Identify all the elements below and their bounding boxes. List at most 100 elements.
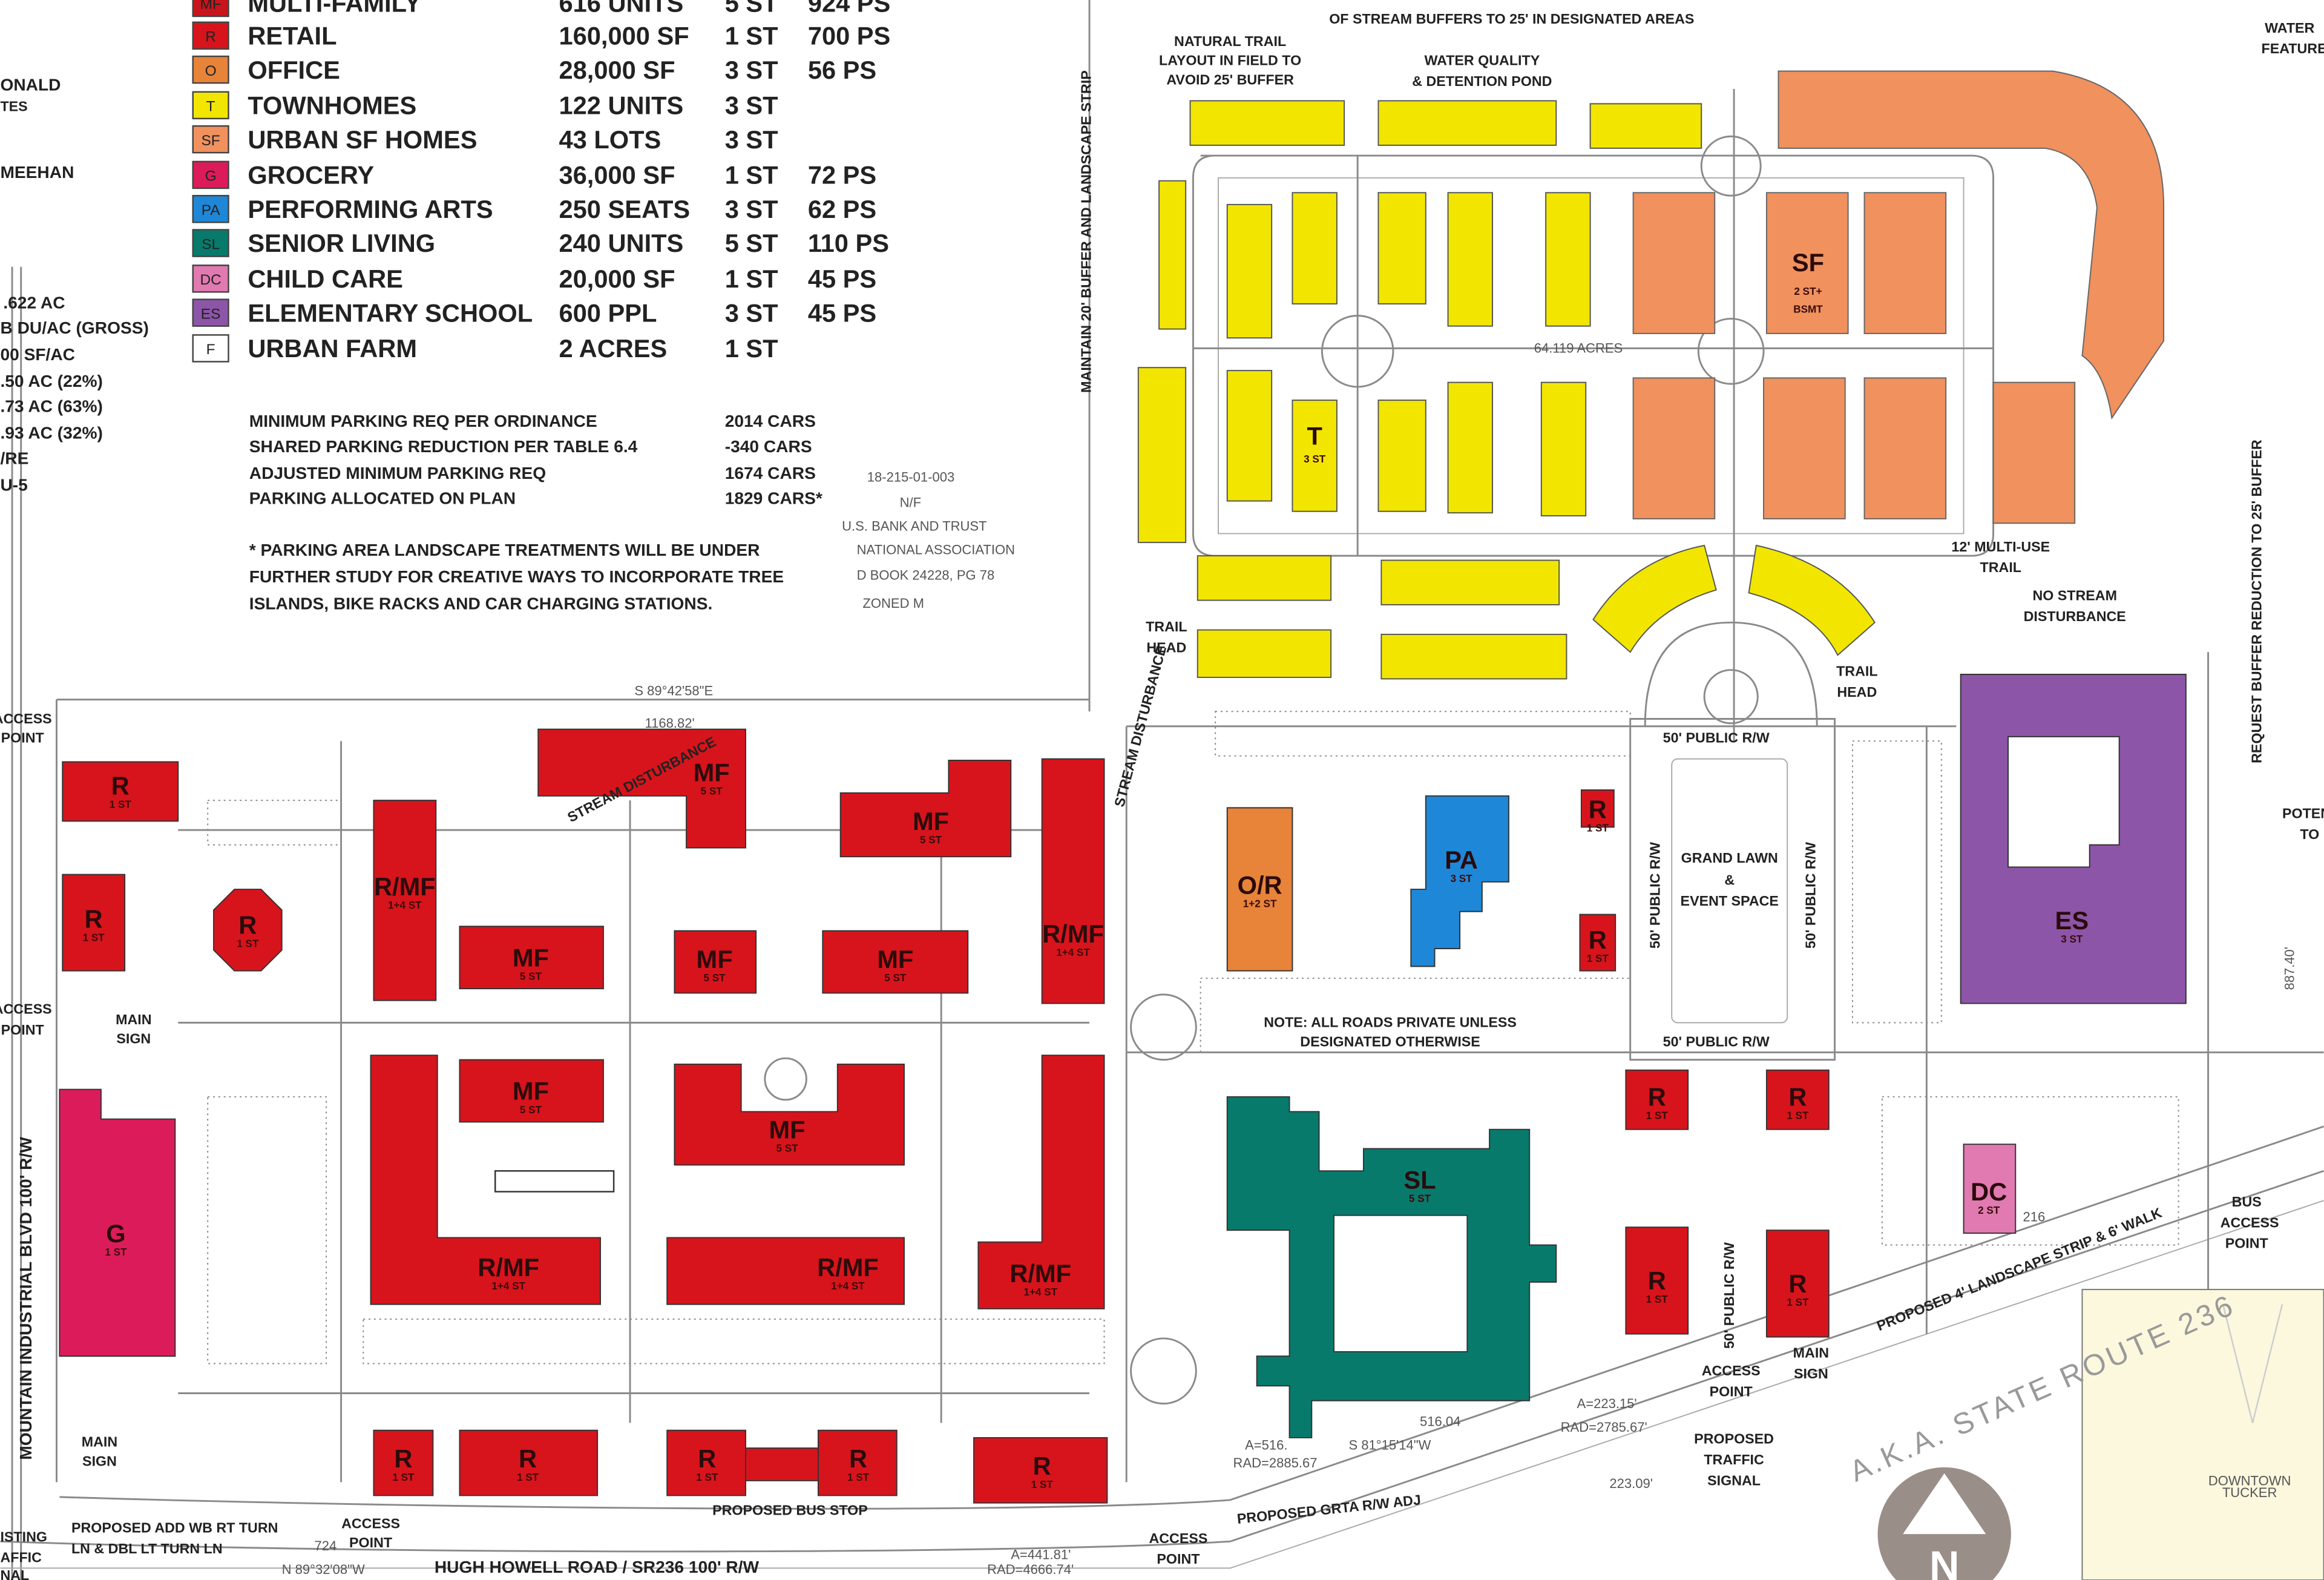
building-r-mf: R/MF1+4 ST — [977, 1055, 1105, 1309]
building-footprint — [1625, 1069, 1689, 1130]
building-code: R — [698, 1444, 716, 1473]
building-code: MF — [697, 945, 733, 973]
parcel-text: U.S. BANK AND TRUST — [842, 519, 986, 534]
building-footprint — [973, 1437, 1108, 1504]
building-footprint — [62, 761, 179, 822]
legend-code: DC — [200, 272, 221, 288]
legend-name: SENIOR LIVING — [248, 229, 435, 257]
legend-parking: 62 PS — [808, 195, 876, 223]
access-point-label: ACCESS — [1149, 1530, 1207, 1546]
legend-quantity: 160,000 SF — [559, 21, 689, 50]
parking-label: MINIMUM PARKING REQ PER ORDINANCE — [249, 412, 597, 430]
building-footprint — [822, 930, 969, 994]
building-mf: MF5 ST — [822, 930, 969, 994]
distance-label: 1168.82' — [645, 716, 695, 731]
building-r-mf: R/MF1+4 ST — [1041, 758, 1105, 1004]
building-stories: 1 ST — [1587, 822, 1609, 834]
water-feature-note: WATER — [2265, 20, 2314, 36]
hugh-howell-road-label: HUGH HOWELL ROAD / SR236 100' R/W — [435, 1558, 760, 1576]
public-rw-label: 50' PUBLIC R/W — [1663, 1034, 1770, 1050]
stream-buffer-note: OF STREAM BUFFERS TO 25' IN DESIGNATED A… — [1329, 11, 1694, 27]
legend-quantity: 250 SEATS — [559, 195, 690, 223]
townhome-stories: 3 ST — [1304, 453, 1326, 465]
trail-note: 12' MULTI-USE — [1951, 539, 2050, 555]
building-code: R/MF — [1042, 920, 1104, 948]
building-footprint — [213, 889, 283, 972]
legend-quantity: 28,000 SF — [559, 56, 675, 84]
building-footprint — [459, 926, 604, 990]
building-footprint — [373, 800, 437, 1001]
margin-text: .73 AC (63%) — [0, 397, 102, 416]
building-code: ES — [2055, 906, 2089, 935]
legend-quantity: 20,000 SF — [559, 265, 675, 293]
access-point-label: POINT — [1, 730, 44, 746]
access-point-label: POINT — [1157, 1551, 1200, 1567]
parking-value: -340 CARS — [725, 437, 812, 456]
main-sign-label: MAIN — [116, 1012, 151, 1027]
building-footprint — [459, 1429, 599, 1496]
building-code: MF — [694, 758, 730, 786]
water-quality-note: WATER QUALITY — [1424, 53, 1540, 68]
building-r: R1 ST — [973, 1437, 1108, 1504]
main-sign-label: SIGN — [116, 1031, 151, 1047]
parking-label: ADJUSTED MINIMUM PARKING REQ — [249, 464, 546, 482]
trail-head-label: HEAD — [1146, 639, 1186, 655]
parking-value: 2014 CARS — [725, 412, 816, 430]
building-code: PA — [1445, 846, 1478, 874]
building-stories: 1+4 ST — [1056, 946, 1090, 958]
trail-head-label: HEAD — [1837, 684, 1877, 700]
building-stories: 5 ST — [703, 972, 726, 984]
legend-stories: 3 ST — [725, 91, 778, 120]
bearing-label: S 81°15'14"W — [1348, 1438, 1431, 1453]
buffer-note: MAINTAIN 20' BUFFER AND LANDSCAPE STRIP — [1078, 70, 1094, 393]
parcel-text: ZONED M — [862, 596, 924, 611]
parcel-text: D BOOK 24228, PG 78 — [857, 567, 995, 582]
building-code: R/MF — [1009, 1259, 1071, 1288]
building-code: MF — [913, 807, 949, 835]
distance-label: 223.09' — [1609, 1476, 1653, 1491]
building-footprint — [839, 760, 1012, 858]
building-stories: 5 ST — [701, 785, 723, 797]
building-stories: 1 ST — [110, 798, 132, 810]
legend-quantity: 616 UNITS — [559, 0, 683, 18]
building-r: R1 ST — [62, 874, 126, 972]
legend-quantity: 36,000 SF — [559, 161, 675, 189]
legend-quantity: 2 ACRES — [559, 334, 667, 363]
legend-parking: 56 PS — [808, 56, 876, 84]
legend-name: TOWNHOMES — [248, 91, 416, 120]
existing-signal-note: AFFIC — [0, 1550, 42, 1565]
vicinity-inset-map — [2081, 1289, 2324, 1580]
building-mf: MF5 ST — [674, 930, 757, 994]
building-code: R — [1033, 1452, 1051, 1480]
legend-stories: 3 ST — [725, 56, 778, 84]
building-footprint — [1226, 807, 1293, 972]
building-r: R1 ST — [1580, 789, 1615, 834]
no-stream-note: NO STREAM — [2032, 588, 2116, 604]
building-code: R — [1648, 1266, 1666, 1295]
legend-parking: 72 PS — [808, 161, 876, 189]
building-footprint — [1625, 1226, 1689, 1335]
public-rw-label: 50' PUBLIC R/W — [1647, 842, 1663, 949]
building-stories: 1 ST — [1787, 1110, 1809, 1122]
building-code: R — [394, 1444, 412, 1473]
roads-note: NOTE: ALL ROADS PRIVATE UNLESS — [1264, 1015, 1517, 1030]
building-stories: 1 ST — [1787, 1296, 1809, 1308]
legend-code: SF — [201, 133, 220, 149]
traffic-signal-note: TRAFFIC — [1704, 1452, 1764, 1467]
building-footprint — [1960, 674, 2187, 1004]
legend-name: RETAIL — [248, 21, 336, 50]
building-stories: 3 ST — [2061, 933, 2083, 945]
legend-parking: 110 PS — [808, 229, 889, 257]
legend-swatch — [192, 0, 229, 18]
legend-stories: 3 ST — [725, 195, 778, 223]
building-code: R — [1788, 1083, 1807, 1111]
legend-code: SL — [202, 236, 220, 252]
bus-access-label: POINT — [2225, 1236, 2268, 1251]
building-stories: 1 ST — [1031, 1478, 1054, 1490]
building-code: G — [106, 1219, 125, 1248]
